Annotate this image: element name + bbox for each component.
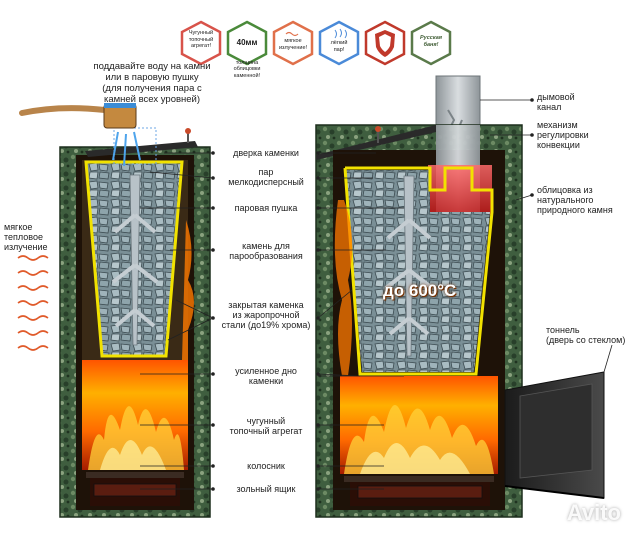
label-convection: механизм регулировки конвекции [537,120,589,150]
badge-40mm-text: толщина облицовки каменной! [233,59,261,79]
left-ash-box [93,483,177,497]
label-cast-iron-unit: чугунный топочный агрегат [229,416,303,436]
label-chimney: дымовой канал [537,92,575,112]
label-soft-heat: мягкое тепловое излучение [4,222,48,252]
label-steam-gun: паровая пушка [234,203,298,213]
badge-cast-iron: Чугунный топочный агрегат! [180,20,222,66]
watermark-logo: Avito [566,500,621,525]
label-stone-door: дверка каменки [233,148,299,158]
label-water: поддавайте воду на камни или в паровую п… [93,61,211,105]
badge-russian-bath: Русская баня! [410,20,452,66]
left-steam-gun-branches [111,213,159,328]
badge-shield [364,20,406,66]
label-grate: колосник [247,461,285,471]
badge-light-text: лёгкий пар! [330,40,348,53]
right-stove [315,75,605,518]
badge-soft: мягкое излучение! [272,20,314,66]
right-closed-heater-outline [343,166,494,376]
badge-soft-text: мягкое излучение! [278,38,308,51]
badge-cast-iron-text: Чугунный топочный агрегат! [188,30,214,49]
badge-40mm-strong: 40мм [236,38,258,47]
label-tunnel: тоннель (дверь со стеклом) [546,325,626,345]
right-stones [345,170,490,372]
label-ash-box: зольный ящик [236,484,296,494]
badge-light-steam: лёгкий пар! [318,20,360,66]
feature-badges: Чугунный топочный агрегат! 40мм толщина … [180,20,460,79]
leader-lines [140,99,613,490]
heat-waves [17,255,49,351]
label-closed-heater: закрытая каменка из жаропрочной стали (д… [221,300,311,330]
ladle-icon [19,103,141,167]
badge-40mm: 40мм толщина облицовки каменной! [226,20,268,79]
label-stone-steam: камень для парообразования [229,241,303,261]
right-grate [344,476,494,482]
leader-dots [211,98,534,491]
label-steam-fine: пар мелкодисперсный [228,167,304,187]
left-stove [59,127,211,518]
right-ash-box [357,485,483,499]
label-reinforced-bottom: усиленное дно каменки [235,366,297,386]
left-door-handle-icon [185,128,191,143]
left-closed-heater-outline [84,160,184,358]
water-drops [112,131,141,167]
badge-bath-text: Русская баня! [420,35,442,48]
label-cladding: облицовка из натурального природного кам… [537,185,613,215]
temperature-label: до 600°С [383,281,457,300]
left-grate [86,472,184,478]
